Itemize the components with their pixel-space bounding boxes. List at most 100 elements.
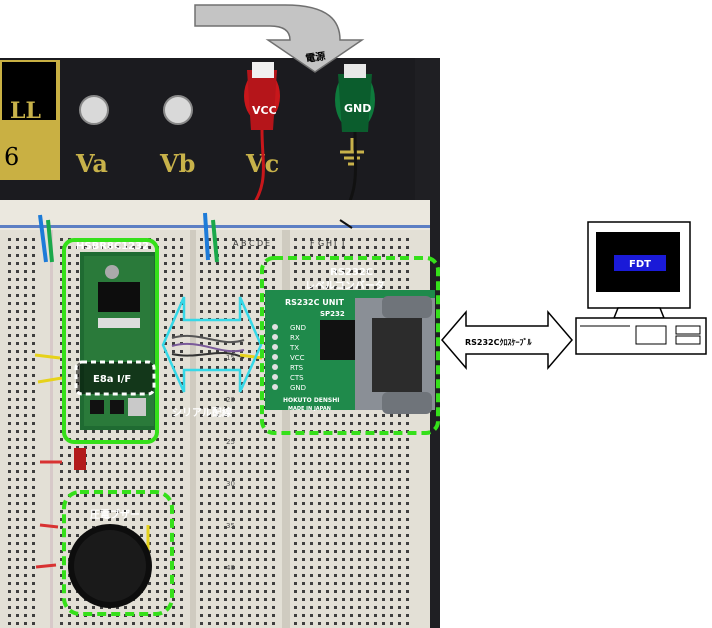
breadboard-hole: [8, 502, 11, 505]
breadboard-hole: [272, 518, 275, 521]
breadboard-hole: [92, 606, 95, 609]
breadboard-hole: [248, 334, 251, 337]
breadboard-hole: [334, 462, 337, 465]
breadboard-hole: [366, 614, 369, 617]
breadboard-hole: [200, 382, 203, 385]
breadboard-hole: [406, 286, 409, 289]
breadboard-hole: [310, 262, 313, 265]
breadboard-hole: [224, 590, 227, 593]
breadboard-hole: [8, 326, 11, 329]
breadboard-hole: [248, 462, 251, 465]
breadboard-hole: [24, 550, 27, 553]
breadboard-hole: [350, 574, 353, 577]
breadboard-hole: [240, 414, 243, 417]
breadboard-hole: [148, 470, 151, 473]
breadboard-hole: [342, 478, 345, 481]
breadboard-hole: [24, 454, 27, 457]
breadboard-hole: [350, 462, 353, 465]
breadboard-hole: [24, 462, 27, 465]
breadboard-hole: [180, 510, 183, 513]
serial-arrow-icon: [161, 296, 263, 393]
breadboard-hole: [24, 350, 27, 353]
breadboard-hole: [208, 454, 211, 457]
breadboard-hole: [180, 270, 183, 273]
breadboard-hole: [350, 470, 353, 473]
breadboard-hole: [164, 606, 167, 609]
breadboard-hole: [16, 326, 19, 329]
breadboard-hole: [180, 494, 183, 497]
breadboard-hole: [16, 310, 19, 313]
breadboard-hole: [108, 446, 111, 449]
breadboard-hole: [208, 622, 211, 625]
breadboard-hole: [310, 502, 313, 505]
breadboard-hole: [124, 462, 127, 465]
breadboard-hole: [294, 414, 297, 417]
breadboard-hole: [310, 534, 313, 537]
breadboard-hole: [310, 526, 313, 529]
breadboard-hole: [264, 286, 267, 289]
breadboard-hole: [302, 526, 305, 529]
breadboard-hole: [406, 270, 409, 273]
breadboard-hole: [172, 342, 175, 345]
breadboard-hole: [382, 286, 385, 289]
breadboard-hole: [358, 510, 361, 513]
breadboard-hole: [60, 398, 63, 401]
breadboard-hole: [156, 542, 159, 545]
breadboard-hole: [216, 510, 219, 513]
breadboard-hole: [140, 598, 143, 601]
breadboard-hole: [164, 582, 167, 585]
breadboard-hole: [240, 446, 243, 449]
breadboard-hole: [148, 462, 151, 465]
breadboard-hole: [224, 566, 227, 569]
breadboard-hole: [224, 278, 227, 281]
breadboard-hole: [24, 326, 27, 329]
breadboard-hole: [374, 590, 377, 593]
breadboard-hole: [326, 550, 329, 553]
breadboard-hole: [200, 422, 203, 425]
breadboard-hole: [208, 478, 211, 481]
breadboard-hole: [310, 590, 313, 593]
breadboard-hole: [216, 262, 219, 265]
breadboard-hole: [272, 494, 275, 497]
breadboard-hole: [200, 510, 203, 513]
breadboard-hole: [248, 470, 251, 473]
breadboard-hole: [358, 246, 361, 249]
breadboard-hole: [208, 430, 211, 433]
breadboard-hole: [24, 574, 27, 577]
breadboard-hole: [240, 254, 243, 257]
breadboard-hole: [256, 574, 259, 577]
breadboard-hole: [232, 566, 235, 569]
breadboard-hole: [108, 622, 111, 625]
breadboard-hole: [172, 302, 175, 305]
breadboard-hole: [132, 494, 135, 497]
breadboard-hole: [24, 398, 27, 401]
breadboard-hole: [256, 382, 259, 385]
breadboard-hole: [240, 294, 243, 297]
breadboard-hole: [216, 582, 219, 585]
label-e8a: E8a I/F: [93, 374, 131, 385]
breadboard-hole: [398, 622, 401, 625]
db9-screw-top: [382, 296, 432, 318]
breadboard-hole: [240, 462, 243, 465]
breadboard-hole: [16, 350, 19, 353]
breadboard-hole: [164, 286, 167, 289]
breadboard-hole: [208, 550, 211, 553]
breadboard-hole: [16, 502, 19, 505]
breadboard-hole: [164, 622, 167, 625]
breadboard-hole: [264, 582, 267, 585]
breadboard-hole: [200, 526, 203, 529]
breadboard-hole: [216, 518, 219, 521]
breadboard-hole: [172, 350, 175, 353]
breadboard-hole: [68, 382, 71, 385]
breadboard-hole: [272, 454, 275, 457]
breadboard-hole: [116, 622, 119, 625]
breadboard-hole: [132, 606, 135, 609]
breadboard-hole: [366, 502, 369, 505]
label-serial: シリアル配線: [172, 406, 232, 419]
breadboard-hole: [248, 254, 251, 257]
breadboard-hole: [342, 606, 345, 609]
breadboard-hole: [172, 326, 175, 329]
breadboard-hole: [398, 262, 401, 265]
breadboard-hole: [8, 286, 11, 289]
breadboard-hole: [68, 406, 71, 409]
